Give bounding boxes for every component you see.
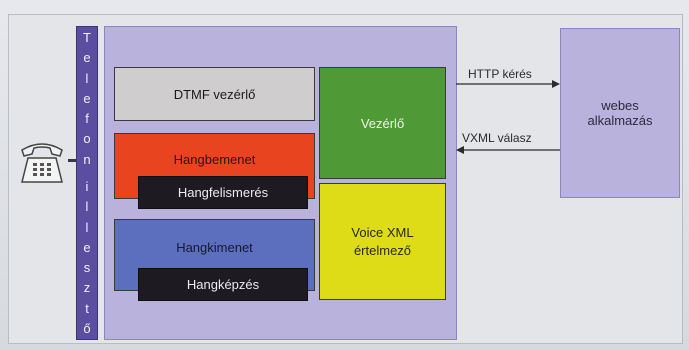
telephone-adapter-bar: T e l e f o n i l l e s z t ő bbox=[76, 26, 98, 340]
web-app-label-line1: webes bbox=[601, 98, 639, 113]
speech-recognition-label: Hangfelismerés bbox=[177, 185, 269, 200]
controller-box: Vezérlő bbox=[319, 67, 446, 179]
adapter-letter: s bbox=[83, 260, 91, 276]
controller-label: Vezérlő bbox=[360, 115, 405, 131]
speech-recognition-box: Hangfelismerés bbox=[138, 176, 308, 209]
adapter-letter: o bbox=[83, 131, 91, 147]
adapter-letter: l bbox=[85, 199, 89, 215]
http-request-arrow bbox=[456, 80, 560, 88]
adapter-letter: l bbox=[85, 219, 89, 235]
dtmf-controller-label: DTMF vezérlő bbox=[173, 86, 256, 102]
adapter-letter: z bbox=[83, 280, 91, 296]
http-request-label: HTTP kérés bbox=[468, 67, 532, 81]
speech-synthesis-label: Hangképzés bbox=[186, 277, 260, 292]
vxml-interpreter-label-line1: Voice XML bbox=[351, 224, 414, 240]
adapter-letter: ő bbox=[83, 320, 91, 336]
phone-connector-line bbox=[68, 159, 76, 162]
adapter-letter: i bbox=[85, 179, 89, 195]
adapter-letter: T bbox=[83, 30, 91, 45]
audio-input-label: Hangbemenet bbox=[173, 152, 256, 167]
adapter-letter: e bbox=[83, 50, 91, 66]
adapter-letter: f bbox=[85, 111, 89, 127]
vxml-response-arrow bbox=[456, 146, 560, 154]
dtmf-controller-box: DTMF vezérlő bbox=[114, 67, 315, 121]
vxml-interpreter-label-line2: értelmező bbox=[353, 242, 412, 258]
speech-synthesis-box: Hangképzés bbox=[138, 268, 308, 301]
vxml-response-label: VXML válasz bbox=[462, 131, 532, 145]
adapter-letter: t bbox=[85, 300, 89, 316]
audio-output-label: Hangkimenet bbox=[176, 240, 253, 255]
web-app-label-line2: alkalmazás bbox=[587, 113, 653, 128]
vxml-interpreter-box: Voice XML értelmező bbox=[319, 183, 446, 300]
telephone-icon bbox=[16, 136, 68, 186]
adapter-letter: n bbox=[83, 151, 91, 167]
adapter-letter: e bbox=[83, 90, 91, 106]
web-application-box: webes alkalmazás bbox=[560, 28, 680, 198]
adapter-letter: l bbox=[85, 70, 89, 86]
adapter-letter: e bbox=[83, 239, 91, 255]
